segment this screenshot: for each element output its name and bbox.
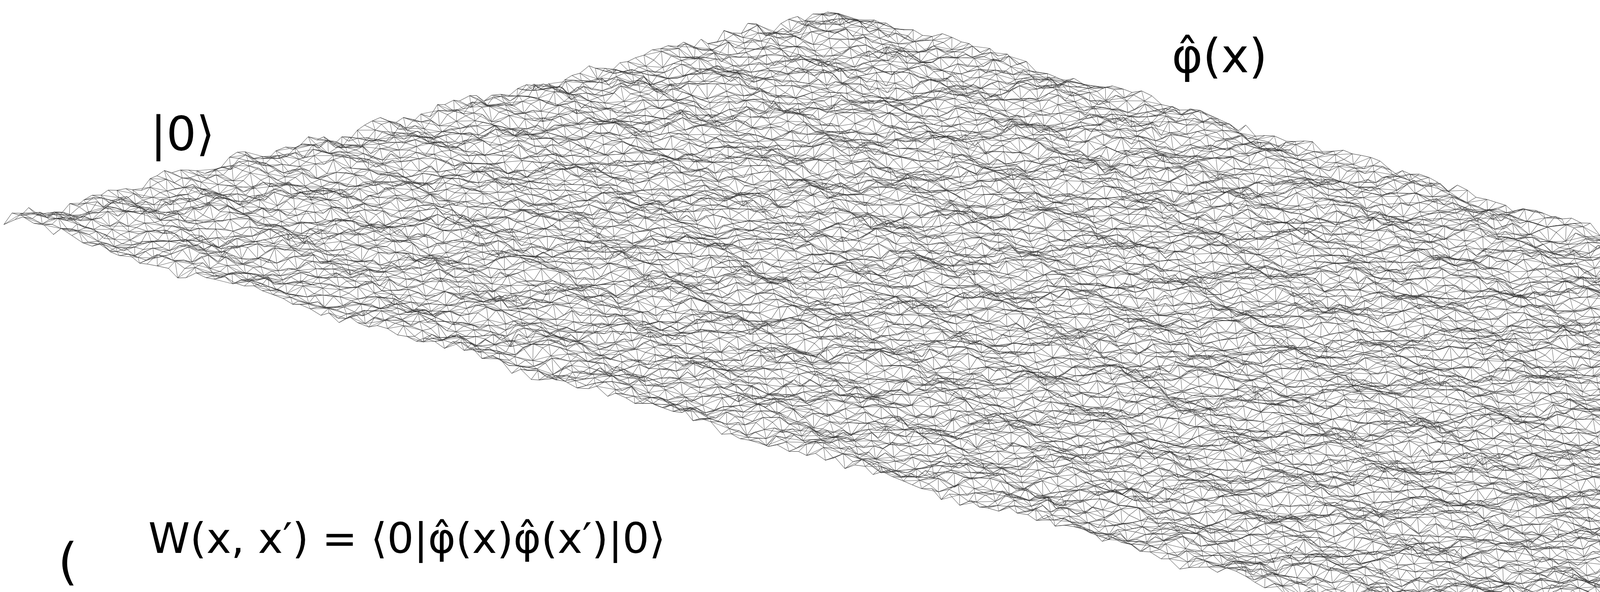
bracket: ( [54,533,82,591]
mesh-lines [3,12,1600,592]
mesh-diagonals [3,13,1600,592]
mesh-lines [3,12,1600,592]
formula: W(x, x′) = ⟨0|φ̂(x)φ̂(x′)|0⟩ [144,514,670,563]
state-label: |0⟩ [147,107,219,161]
field-label: φ̂(x) [1168,29,1271,83]
